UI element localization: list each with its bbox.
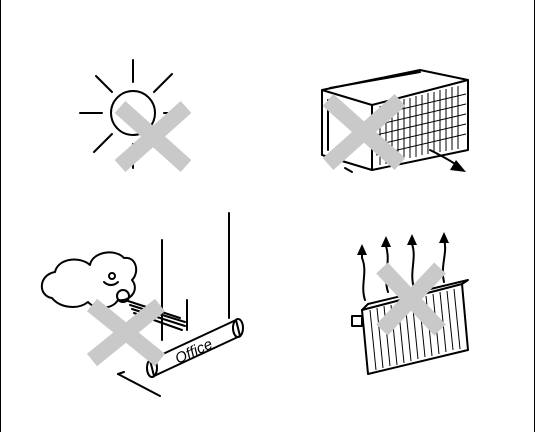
prohibited-cross-icon bbox=[120, 107, 186, 166]
prohibited-cross-icon bbox=[92, 305, 160, 360]
wind-window-icon bbox=[42, 213, 243, 396]
